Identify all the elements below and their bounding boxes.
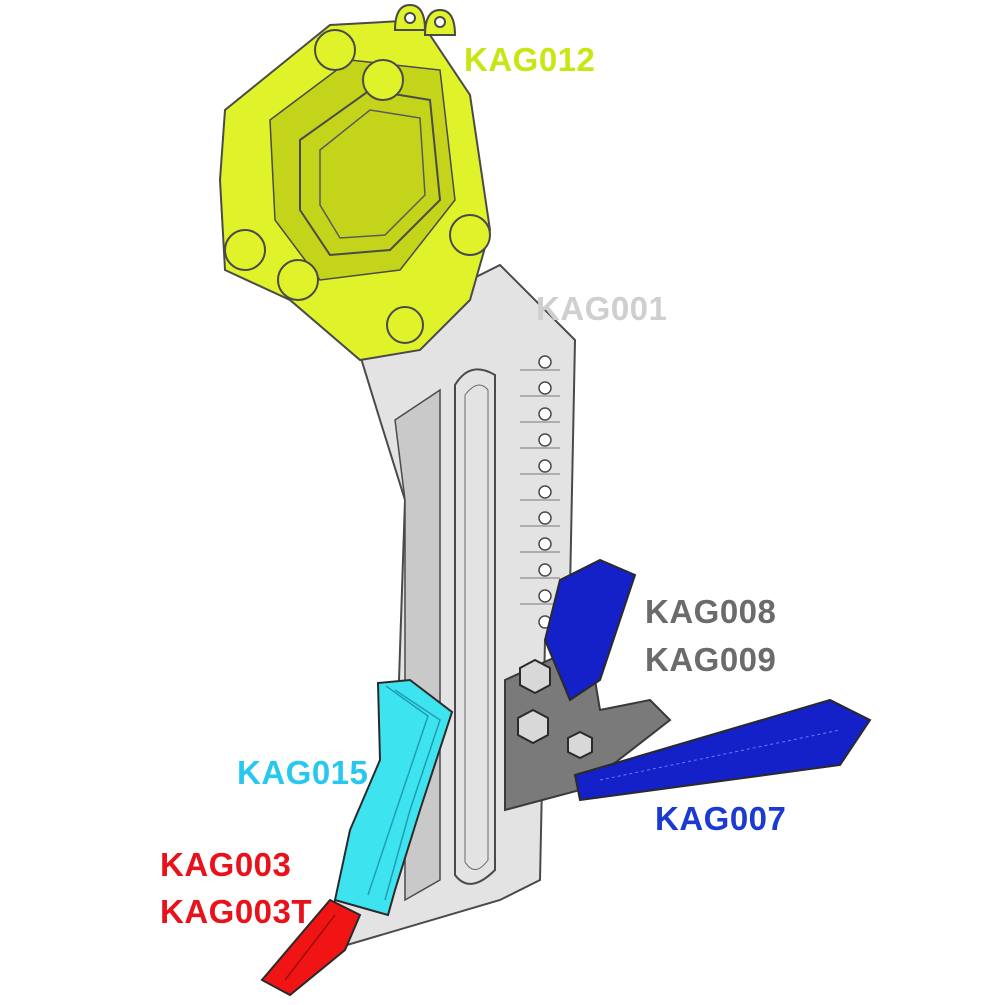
- guard-kag015: [333, 678, 454, 917]
- label-kag007: KAG007: [655, 800, 787, 837]
- label-kag015: KAG015: [237, 754, 369, 791]
- bracket-kag012: [218, 3, 492, 362]
- label-kag009: KAG009: [645, 641, 777, 678]
- bracket-bolt-heads: [224, 29, 491, 344]
- label-kag003: KAG003: [160, 846, 292, 883]
- label-kag012: KAG012: [464, 41, 596, 78]
- wing-mount-nuts: [517, 658, 593, 760]
- bracket-lifting-eyes: [393, 3, 457, 36]
- wing-blade-upper: [543, 558, 637, 702]
- label-kag008: KAG008: [645, 593, 777, 630]
- shank-hole-row: [538, 355, 552, 629]
- wing-mount-kag008-kag009: [504, 653, 672, 812]
- point-kag003: [260, 898, 362, 997]
- label-kag003t: KAG003T: [160, 893, 313, 930]
- blade-kag007: [573, 698, 872, 802]
- label-kag001: KAG001: [536, 290, 668, 327]
